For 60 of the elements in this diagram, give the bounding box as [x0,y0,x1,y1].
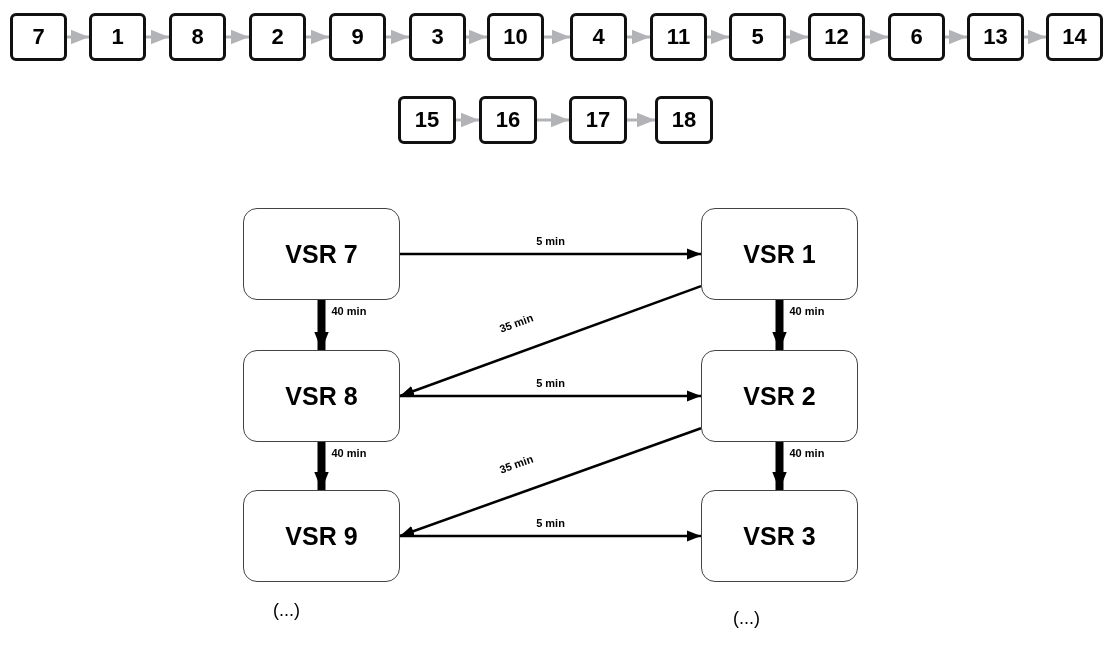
edge-label: 40 min [329,305,369,318]
arrow [865,29,888,45]
edge-label: 40 min [787,447,827,460]
edge-label: 35 min [496,311,536,337]
arrow [537,112,569,128]
arrow [772,442,787,490]
edge-label: 5 min [534,517,567,530]
step-box: 2 [249,13,306,61]
step-box: 15 [398,96,456,144]
edge-label: 5 min [534,235,567,248]
arrow [627,29,650,45]
arrow [400,248,701,260]
step-box: 12 [808,13,865,61]
arrow [400,530,701,542]
arrow [306,29,329,45]
step-box: 11 [650,13,707,61]
arrow [146,29,169,45]
step-box: 8 [169,13,226,61]
arrow [772,300,787,350]
step-box: 17 [569,96,627,144]
arrow [466,29,487,45]
arrow [314,442,329,490]
arrow [707,29,729,45]
step-box: 13 [967,13,1024,61]
process-box: VSR 7 [243,208,400,300]
process-box: VSR 2 [701,350,858,442]
process-box: VSR 8 [243,350,400,442]
step-box: 6 [888,13,945,61]
step-box: 3 [409,13,466,61]
arrow [1024,29,1046,45]
arrow [400,390,701,402]
process-box: VSR 3 [701,490,858,582]
step-box: 14 [1046,13,1103,61]
step-box: 7 [10,13,67,61]
step-box: 18 [655,96,713,144]
arrow [399,427,702,538]
step-box: 1 [89,13,146,61]
ellipsis-note: (...) [733,608,760,629]
arrow [627,112,655,128]
edge-label: 35 min [496,452,536,478]
arrow [544,29,570,45]
edge-label: 5 min [534,377,567,390]
arrow [399,285,702,398]
step-box: 9 [329,13,386,61]
step-box: 5 [729,13,786,61]
arrow [786,29,808,45]
edge-label: 40 min [329,447,369,460]
edge-label: 40 min [787,305,827,318]
arrow [226,29,249,45]
arrow [456,112,479,128]
process-box: VSR 1 [701,208,858,300]
step-box: 16 [479,96,537,144]
arrow [67,29,89,45]
ellipsis-note: (...) [273,600,300,621]
process-box: VSR 9 [243,490,400,582]
step-box: 10 [487,13,544,61]
arrow [945,29,967,45]
arrow [314,300,329,350]
arrow [386,29,409,45]
step-box: 4 [570,13,627,61]
